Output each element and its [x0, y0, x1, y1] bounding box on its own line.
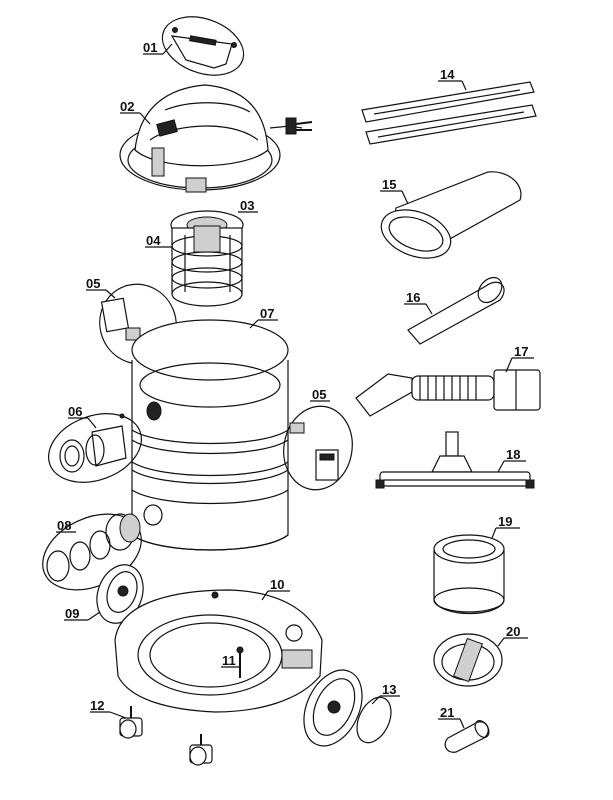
- filter-cage-part: [170, 210, 244, 307]
- filter-bag-part: [380, 171, 522, 259]
- wheel-right-part: [303, 669, 363, 747]
- label-20: 20: [506, 624, 520, 639]
- label-15: 15: [382, 177, 396, 192]
- label-03: 03: [240, 198, 254, 213]
- leader-lines: [56, 43, 534, 729]
- label-10: 10: [270, 577, 284, 592]
- hubcap-part: [356, 696, 392, 744]
- swivel-castor-part: [119, 706, 213, 766]
- label-01: 01: [143, 40, 157, 55]
- filter-cap-part: [433, 633, 503, 687]
- label-21: 21: [440, 705, 454, 720]
- carry-handle-part: [161, 16, 245, 76]
- label-19: 19: [498, 514, 512, 529]
- extension-tubes-part: [361, 81, 537, 145]
- label-16: 16: [406, 290, 420, 305]
- cartridge-filter-part: [433, 534, 505, 615]
- wheel-left-part: [96, 564, 144, 624]
- screw-part: [236, 646, 244, 678]
- trolley-base-part: [114, 589, 323, 713]
- label-07: 07: [260, 306, 274, 321]
- hose-inlet-ring-part: [42, 513, 142, 591]
- floor-nozzle-part: [375, 431, 535, 489]
- label-12: 12: [90, 698, 104, 713]
- label-08: 08: [57, 518, 71, 533]
- hose-connector-part: [47, 413, 143, 483]
- label-04: 04: [146, 233, 161, 248]
- label-17: 17: [514, 344, 528, 359]
- label-14: 14: [440, 67, 455, 82]
- label-05-right: 05: [312, 387, 326, 402]
- label-05-left: 05: [86, 276, 100, 291]
- crevice-nozzle-part: [407, 276, 505, 345]
- label-06: 06: [68, 404, 82, 419]
- label-11: 11: [222, 653, 236, 668]
- clasp-right-part: [283, 405, 353, 491]
- label-18: 18: [506, 447, 520, 462]
- adapter-part: [444, 720, 490, 753]
- suction-hose-part: [355, 369, 541, 417]
- label-13: 13: [382, 682, 396, 697]
- label-09: 09: [65, 606, 79, 621]
- container-tank-part: [131, 319, 289, 551]
- motor-head-part: [119, 84, 313, 193]
- label-02: 02: [120, 99, 134, 114]
